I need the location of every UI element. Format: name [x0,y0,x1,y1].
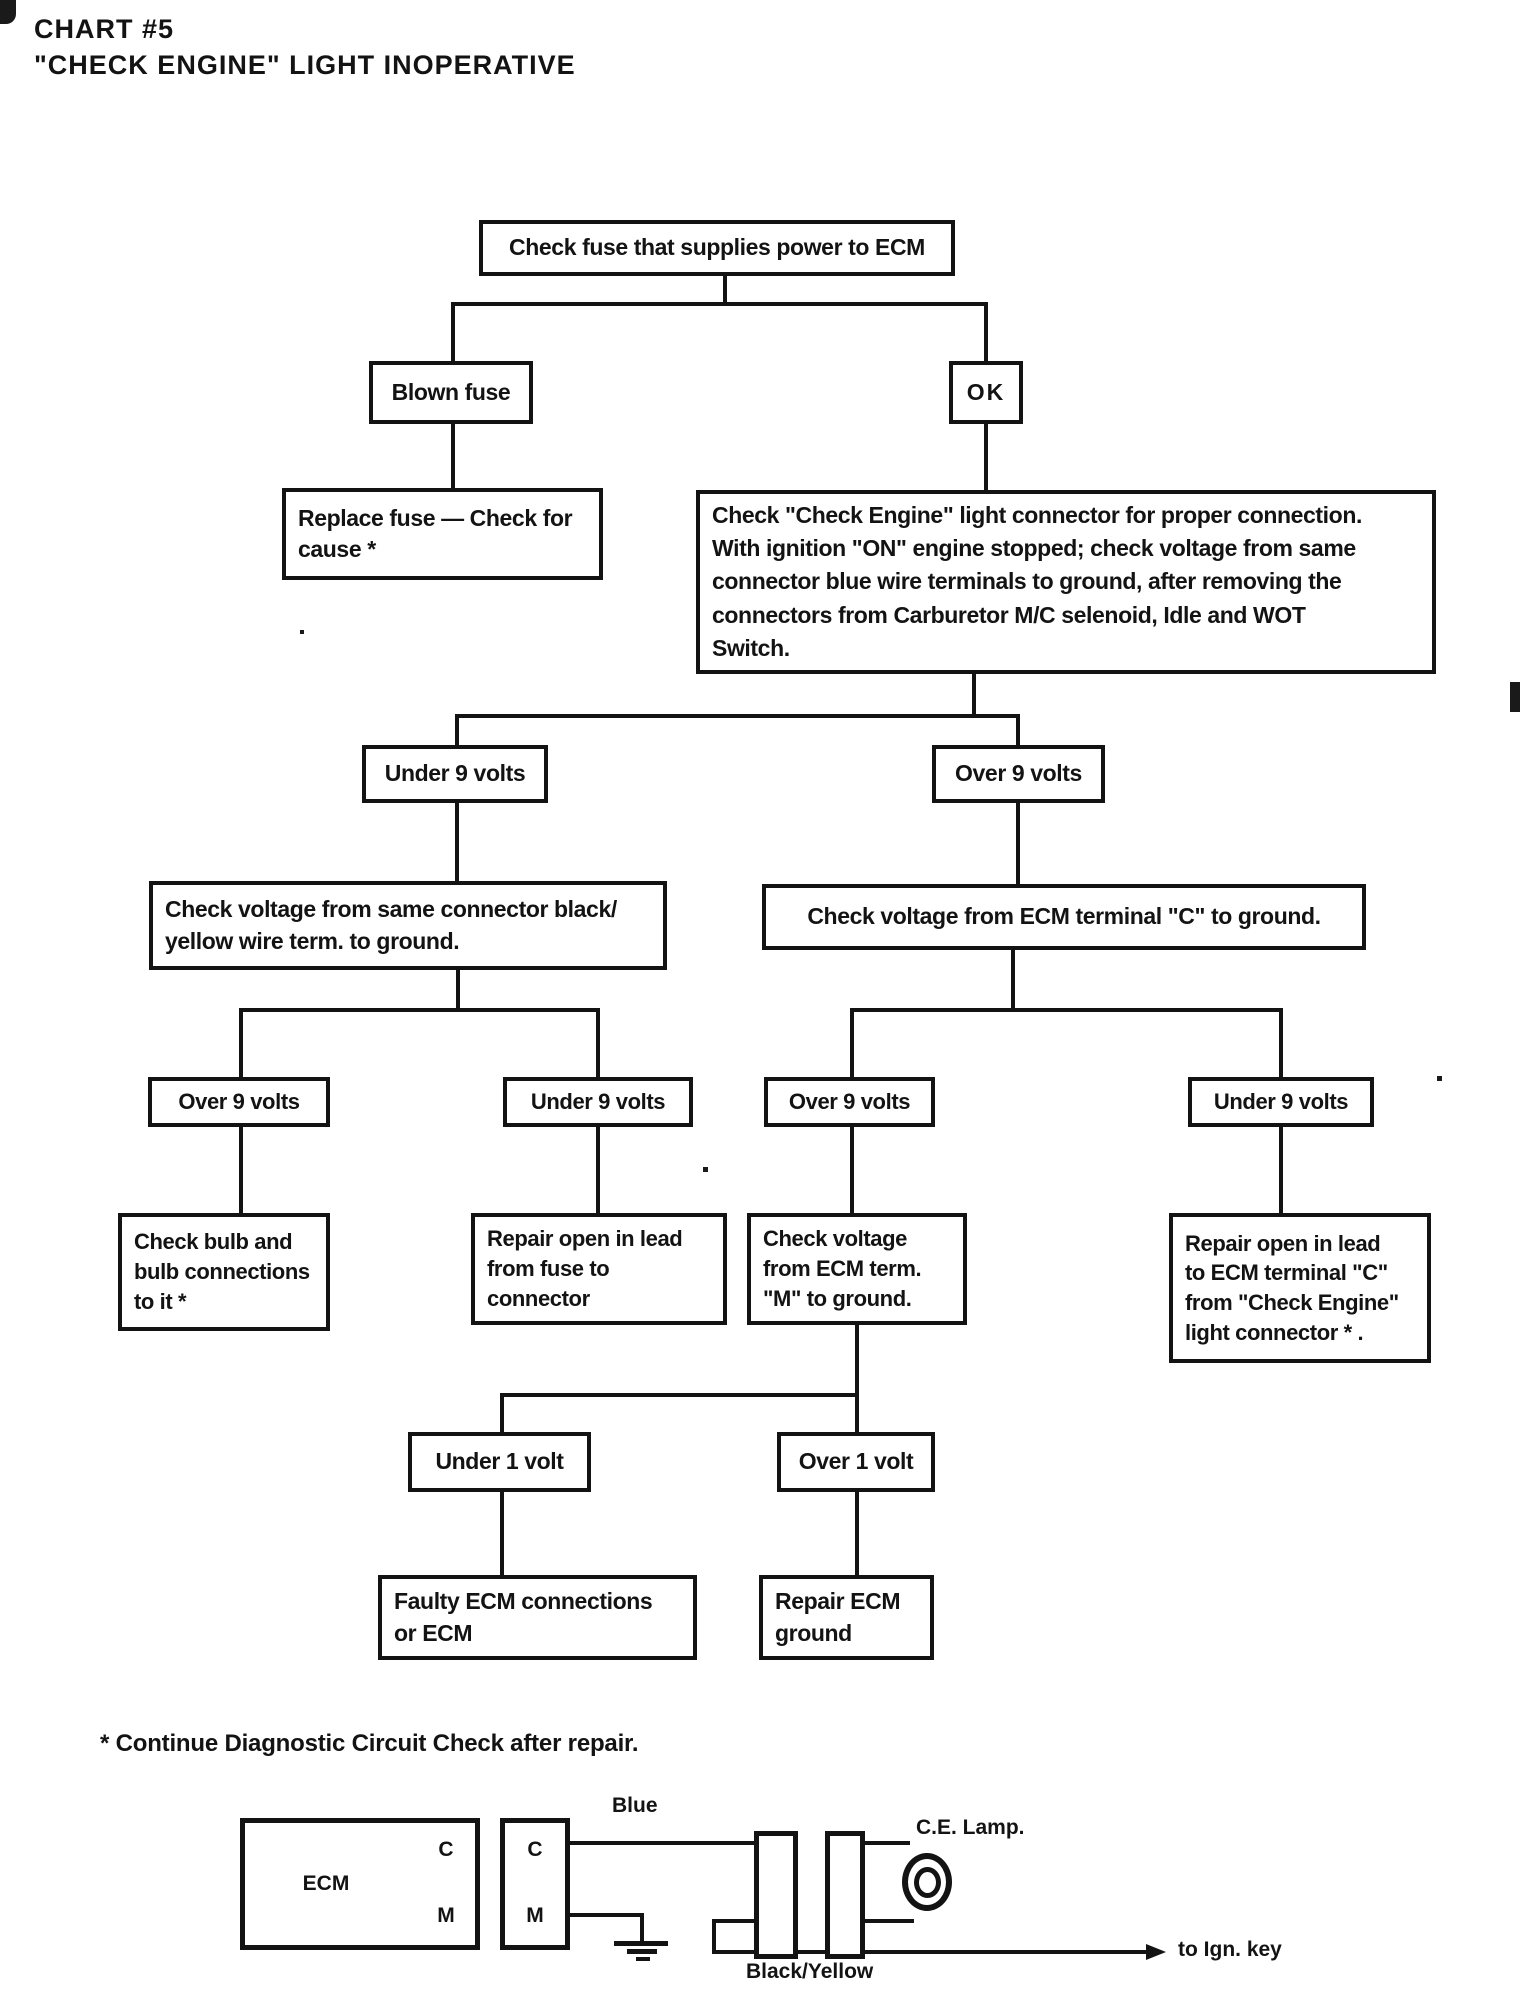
flow-node-check-fuse: Check fuse that supplies power to ECM [479,220,955,276]
flowchart-connector [455,714,459,747]
ce-lamp-label: C.E. Lamp. [916,1816,1025,1839]
scan-speck [300,630,304,634]
flowchart-connector [500,1393,504,1434]
flow-node-under-9-volts-3: Under 9 volts [1188,1077,1374,1127]
flow-node-over-1-volt: Over 1 volt [777,1432,935,1492]
flow-node-ok: OK [949,361,1023,424]
flow-node-check-voltage-black-yellow: Check voltage from same connector black/… [149,881,667,970]
flow-node-faulty-ecm: Faulty ECM connections or ECM [378,1575,697,1660]
lamp-wire-top [862,1841,910,1845]
ign-key-wire [712,1950,1148,1954]
flow-node-blown-fuse: Blown fuse [369,361,533,424]
chart-title: "CHECK ENGINE" LIGHT INOPERATIVE [34,50,576,80]
flowchart-connector [451,422,455,490]
flow-node-repair-open-c-lead: Repair open in lead to ECM terminal "C" … [1169,1213,1431,1363]
black-yellow-wire-label: Black/Yellow [746,1960,874,1983]
ecm-block [240,1818,480,1950]
flowchart-connector [455,714,1020,718]
ign-key-wire [712,1919,716,1954]
connector-terminal-c: C [527,1838,543,1861]
ground-symbol [614,1941,668,1946]
flowchart-connector [984,422,988,492]
lamp-wire-bottom [862,1919,914,1923]
lamp-connector-half-2 [825,1831,865,1959]
lamp-connector-half-1 [754,1831,798,1959]
ign-key-label: to Ign. key [1178,1938,1282,1961]
flowchart-connector [1016,714,1020,747]
flowchart-connector [596,1125,600,1215]
ecm-connector-block [500,1818,570,1950]
flow-node-repair-open-fuse-lead: Repair open in lead from fuse to connect… [471,1213,727,1325]
flow-node-check-bulb: Check bulb and bulb connections to it * [118,1213,330,1331]
flowchart-connector [1279,1125,1283,1215]
flowchart-connector [1011,948,1015,1010]
footnote: * Continue Diagnostic Circuit Check afte… [100,1730,639,1757]
flow-node-over-9-volts-1: Over 9 volts [932,745,1105,803]
ground-symbol [636,1957,650,1961]
flow-node-repair-ecm-ground: Repair ECM ground [759,1575,934,1660]
scan-artifact [1510,682,1520,712]
flow-node-under-9-volts-2: Under 9 volts [503,1077,693,1127]
flowchart-connector [451,302,988,306]
ecm-terminal-c: C [438,1838,454,1861]
flowchart-connector [855,1393,859,1434]
scan-artifact [0,0,16,24]
scan-speck [703,1167,708,1172]
flowchart-connector [850,1008,1283,1012]
flowchart-connector [500,1393,859,1397]
flow-node-under-9-volts-1: Under 9 volts [362,745,548,803]
flow-node-over-9-volts-2: Over 9 volts [148,1077,330,1127]
flow-node-check-voltage-terminal-c: Check voltage from ECM terminal "C" to g… [762,884,1366,950]
black-yellow-wire [570,1913,644,1917]
flow-node-check-voltage-terminal-m: Check voltage from ECM term. "M" to grou… [747,1213,967,1325]
flowchart-connector [984,302,988,363]
ce-lamp-icon [914,1867,941,1898]
connector-terminal-m: M [526,1903,544,1927]
flowchart-connector [500,1490,504,1577]
arrow-right-icon [1146,1944,1166,1960]
flowchart-connector [455,801,459,883]
flowchart-connector [456,968,460,1012]
flowchart-connector [1016,801,1020,886]
flowchart-connector [850,1008,854,1079]
scan-speck [1437,1076,1442,1081]
flowchart-connector [239,1125,243,1215]
flow-node-under-1-volt: Under 1 volt [408,1432,591,1492]
flowchart-connector [850,1125,854,1215]
flowchart-connector [451,302,455,363]
flowchart-connector [855,1490,859,1577]
flow-node-replace-fuse: Replace fuse — Check for cause * [282,488,603,580]
ground-stem [640,1913,644,1943]
flowchart-connector [723,274,727,306]
flowchart-connector [596,1008,600,1079]
flowchart-connector [972,672,976,718]
ecm-label: ECM [302,1872,350,1895]
flowchart-connector [239,1008,600,1012]
flowchart-connector [1279,1008,1283,1079]
chart-number-title: CHART #5 [34,14,175,44]
flow-node-check-light-connector: Check "Check Engine" light connector for… [696,490,1436,674]
ground-symbol [627,1949,657,1954]
blue-wire [570,1841,754,1845]
ecm-terminal-m: M [437,1903,455,1927]
blue-wire-label: Blue [612,1794,658,1817]
flow-node-over-9-volts-3: Over 9 volts [764,1077,935,1127]
flowchart-connector [855,1323,859,1397]
ign-key-wire [712,1919,754,1923]
flowchart-connector [239,1008,243,1079]
